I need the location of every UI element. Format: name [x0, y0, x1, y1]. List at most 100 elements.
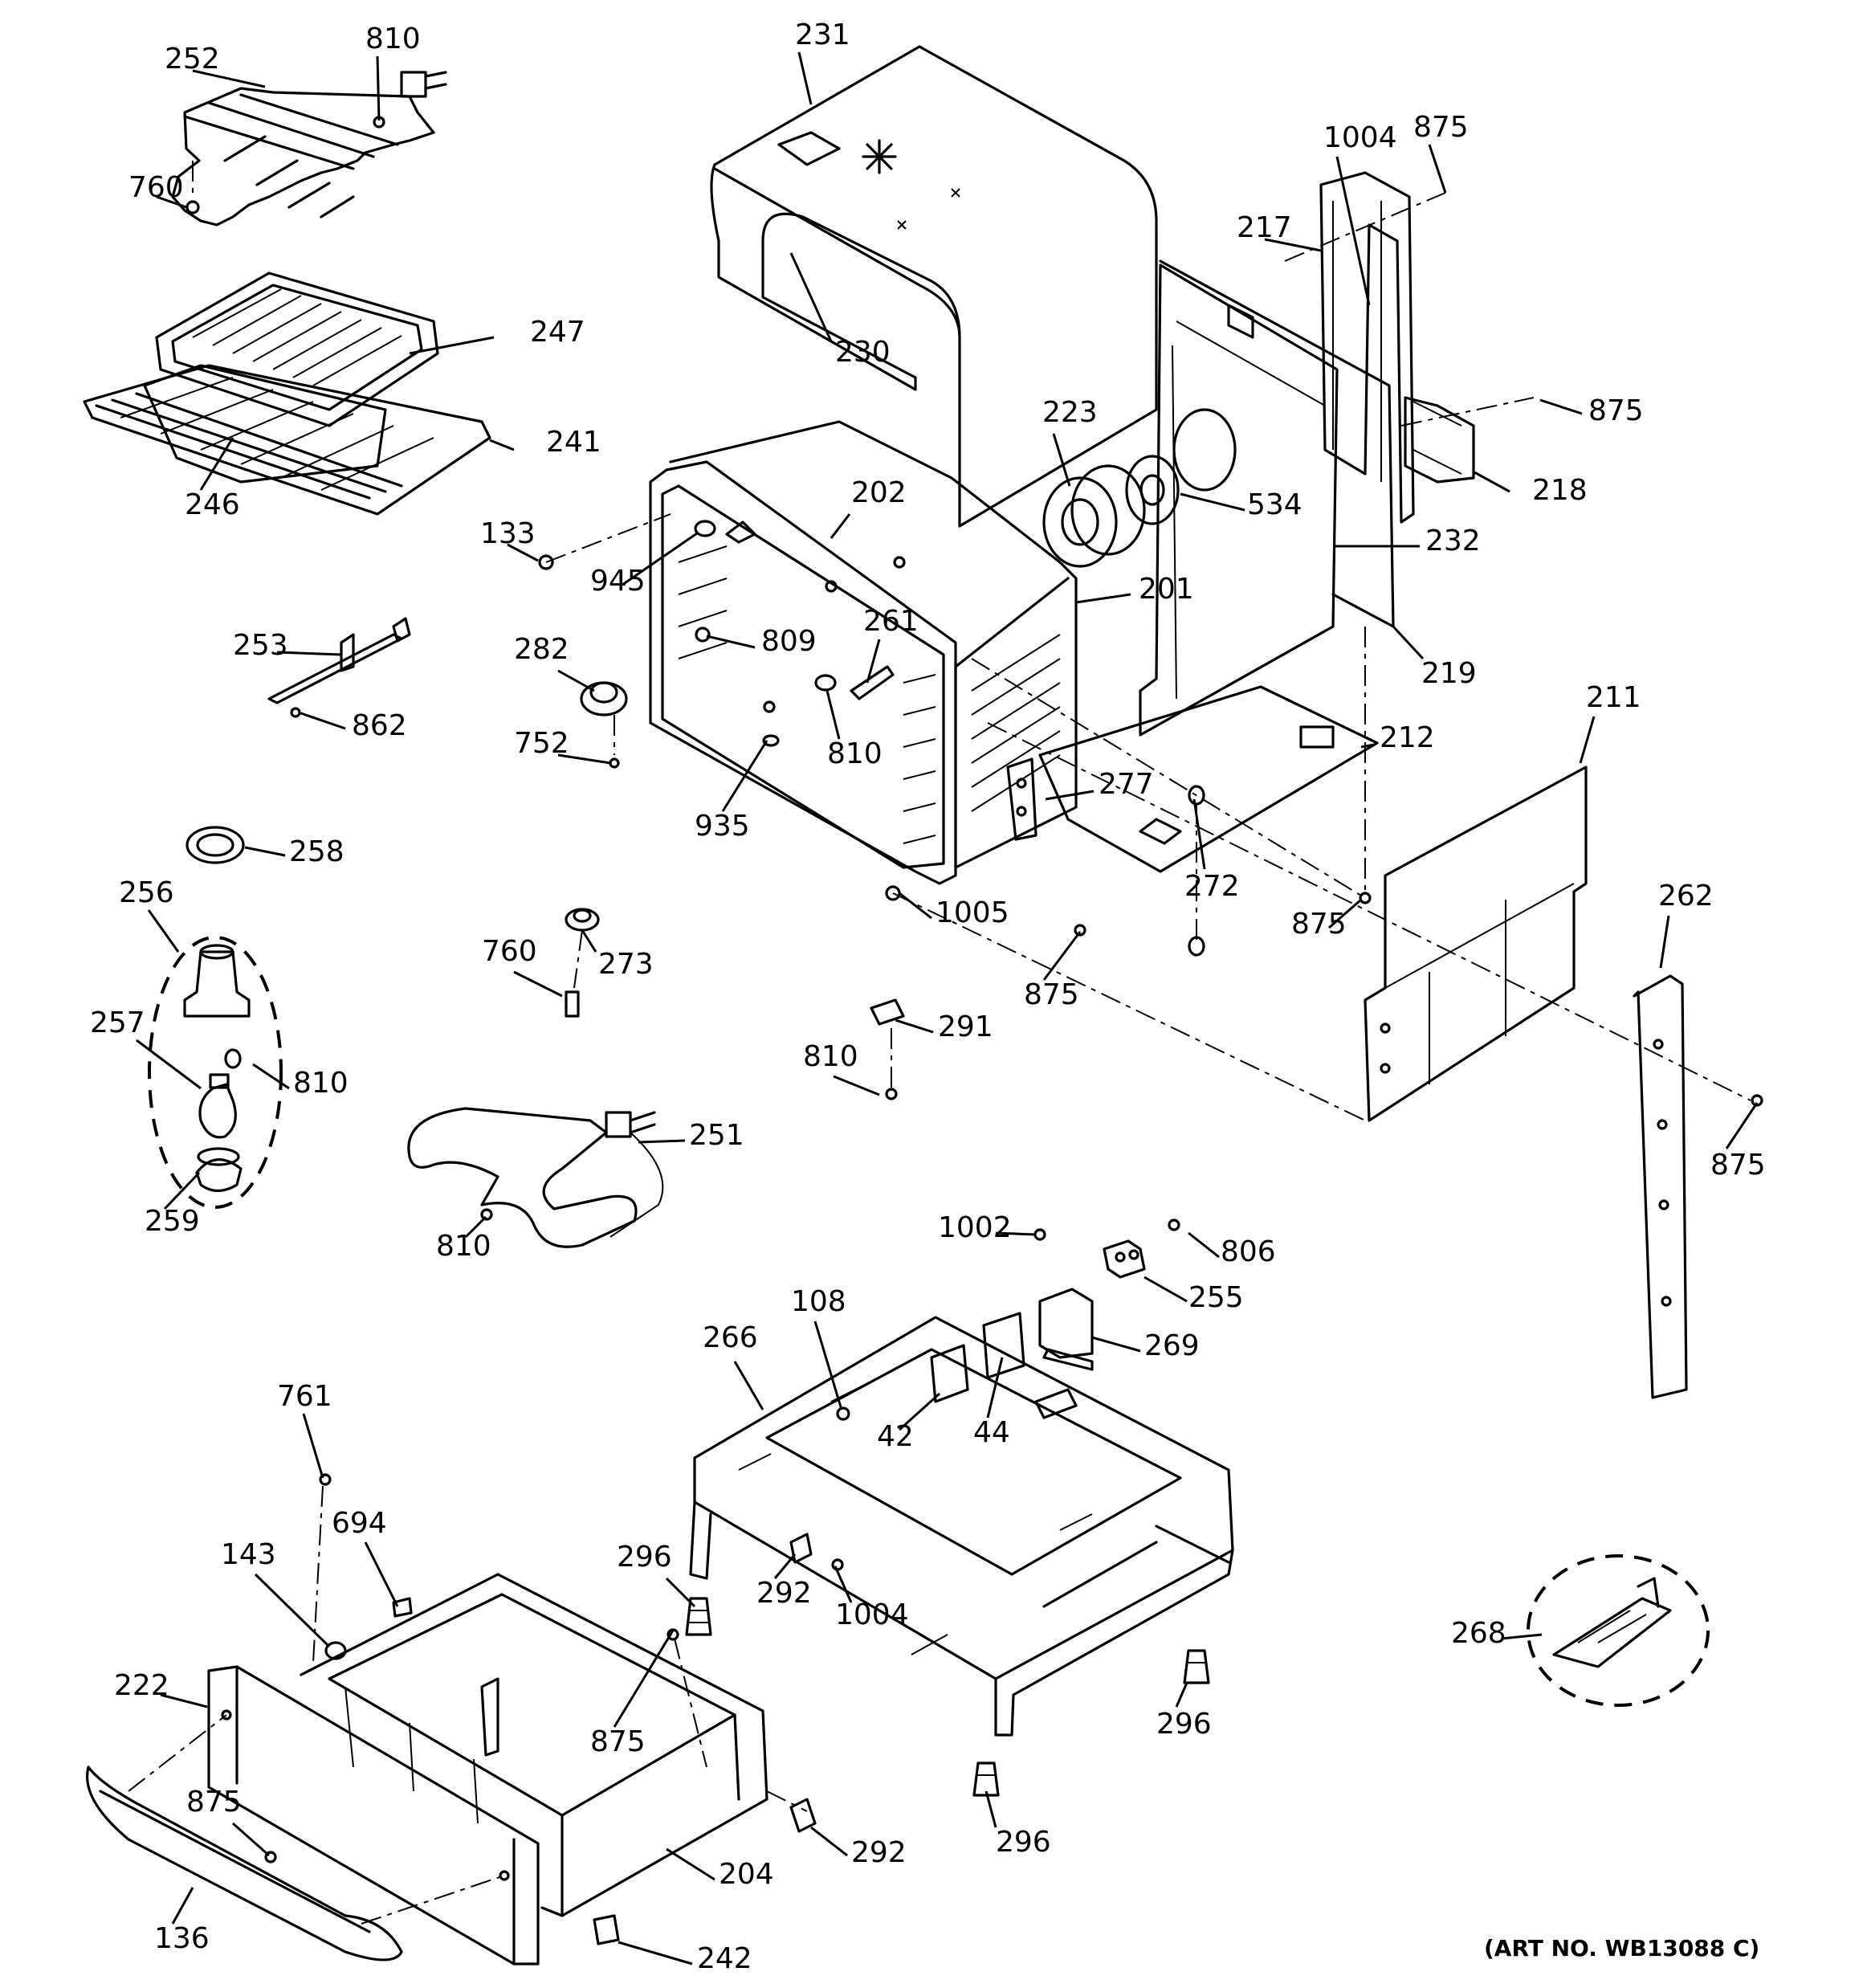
handle-136: [86, 1766, 403, 1961]
leader-line-c231: [797, 51, 813, 105]
callout-c143: 143: [221, 1538, 276, 1571]
callout-c875b: 875: [1588, 394, 1644, 427]
leader-line-c255: [1143, 1276, 1188, 1303]
leader-line-c1004a: [1335, 156, 1371, 306]
callout-c247: 247: [530, 316, 585, 349]
screw-760-mid: [565, 990, 580, 1018]
callout-c212: 212: [1380, 721, 1435, 754]
callout-c806: 806: [1221, 1235, 1276, 1268]
leader-line-c262: [1659, 915, 1670, 969]
callout-c44: 44: [973, 1416, 1010, 1449]
leader-line-c273: [581, 929, 597, 953]
leader-line-c761: [302, 1413, 324, 1479]
leader-line-c246: [199, 437, 234, 491]
callout-c252a: 252: [165, 43, 220, 76]
side-panel-211: [1364, 765, 1588, 1122]
callout-c296b: 296: [1156, 1708, 1212, 1741]
callout-c258: 258: [289, 835, 344, 868]
part-273: [565, 908, 600, 932]
screw-810-cavity: [814, 674, 837, 692]
switch-255: [1103, 1239, 1146, 1279]
leader-line-c256: [147, 909, 180, 953]
callout-c251: 251: [689, 1119, 744, 1152]
callout-c534: 534: [1247, 488, 1302, 521]
leader-line-c296b: [1175, 1682, 1188, 1708]
leader-line-c875e: [1725, 1102, 1759, 1149]
outer-wrap-231: [710, 45, 1158, 528]
leader-line-c219: [1392, 625, 1425, 660]
callout-c269: 269: [1144, 1329, 1200, 1362]
callout-c809: 809: [761, 625, 817, 658]
broil-pan-246: [143, 364, 387, 484]
rear-panel-232: [1139, 263, 1339, 737]
callout-c282: 282: [514, 633, 569, 666]
leader-line-c810b: [826, 690, 841, 740]
leader-line-c42: [898, 1392, 941, 1431]
screw-875-mid: [1074, 924, 1086, 937]
leader-line-c875g: [232, 1822, 270, 1857]
leader-line-c136: [171, 1887, 194, 1925]
base-frame-266: [689, 1312, 1234, 1737]
leader-line-c242: [618, 1941, 693, 1966]
leader-line-c875d: [1042, 931, 1082, 981]
leader-line-c945: [622, 532, 698, 586]
callout-c1004a: 1004: [1323, 121, 1397, 154]
leader-line-c810c: [833, 1075, 880, 1096]
callout-c945: 945: [590, 565, 646, 598]
callout-c760a: 760: [128, 171, 184, 204]
leader-line-c875c: [1328, 898, 1362, 929]
leader-line-c875f: [613, 1630, 675, 1728]
part-945: [694, 520, 756, 544]
callout-c222: 222: [114, 1669, 169, 1702]
callout-c935: 935: [695, 810, 750, 843]
callout-c875a: 875: [1413, 111, 1469, 144]
leader-line-c1002: [995, 1231, 1037, 1236]
broil-pan-247: [155, 271, 439, 427]
screw-806: [1168, 1219, 1180, 1231]
leader-line-c261: [866, 639, 881, 684]
callout-c875g: 875: [186, 1786, 242, 1819]
callout-c292a: 292: [756, 1577, 812, 1610]
callout-c204: 204: [719, 1858, 774, 1891]
screw-752: [609, 715, 620, 769]
leader-line-c291: [895, 1018, 934, 1034]
callout-c760b: 760: [482, 935, 537, 968]
leader-line-c810a: [376, 55, 381, 121]
callout-c296a: 296: [617, 1541, 672, 1574]
clip-242: [593, 1914, 620, 1945]
leader-line-c253: [276, 651, 342, 656]
part-282: [580, 681, 628, 716]
leader-line-c810e: [464, 1215, 487, 1239]
callout-c296c: 296: [996, 1826, 1051, 1859]
leader-line-c211: [1579, 716, 1596, 764]
callout-c42: 42: [877, 1420, 914, 1453]
callout-c810b: 810: [827, 737, 883, 770]
sensor-253: [267, 617, 411, 704]
callout-c875c: 875: [1291, 908, 1347, 941]
oven-cavity-201: [669, 420, 1078, 869]
leader-line-c806: [1188, 1231, 1220, 1259]
callout-c242: 242: [697, 1942, 752, 1975]
callout-c202: 202: [851, 476, 907, 509]
callout-c218: 218: [1532, 474, 1588, 507]
callout-c253: 253: [233, 629, 288, 662]
leader-line-c296c: [984, 1790, 997, 1828]
leg-296a: [685, 1597, 712, 1636]
callout-c246: 246: [185, 488, 240, 521]
callout-c761: 761: [277, 1380, 332, 1413]
callout-c201: 201: [1139, 573, 1194, 606]
leg-296b: [1183, 1649, 1210, 1684]
leader-line-c217: [1264, 238, 1322, 252]
leader-line-c862: [298, 711, 346, 730]
callout-c277: 277: [1099, 768, 1154, 801]
callout-c262: 262: [1658, 880, 1714, 912]
callout-c231: 231: [795, 18, 850, 51]
callout-c862: 862: [352, 709, 407, 742]
leader-line-c222: [160, 1693, 208, 1708]
callout-c256: 256: [119, 876, 174, 909]
leader-line-c44: [986, 1357, 1004, 1419]
detail-268: [1527, 1554, 1710, 1707]
broil-element-252: [171, 71, 447, 227]
screw-1002: [1033, 1228, 1046, 1241]
leader-line-c201: [1075, 593, 1131, 604]
